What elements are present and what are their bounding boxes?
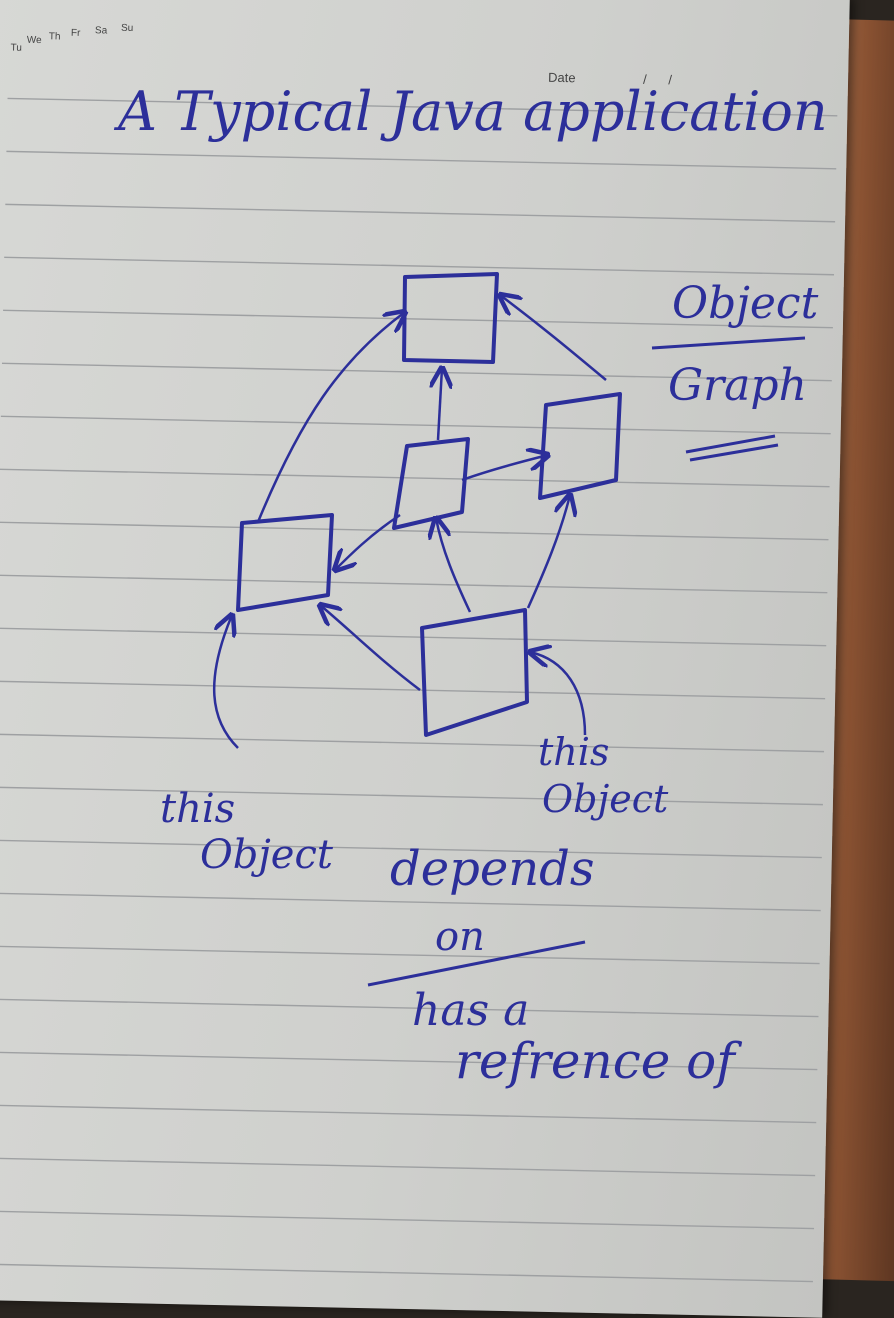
ruled-line: [0, 415, 831, 435]
right-label-object: Object: [542, 777, 669, 821]
edge-middle-to-left: [335, 513, 401, 570]
caption-on: on: [435, 914, 485, 960]
edge-right-to-top: [500, 295, 607, 381]
ruled-line: [0, 521, 829, 541]
object-node-left: [236, 513, 334, 612]
edge-middle-to-right: [461, 455, 548, 482]
left-label-object: Object: [200, 832, 334, 878]
left-label-this: this: [160, 786, 235, 832]
handwriting-layer: A Typical Java application Object Graph …: [113, 80, 828, 1090]
ruled-line: [0, 468, 830, 488]
ruled-line: [0, 1263, 813, 1283]
ruled-line: [0, 998, 819, 1018]
ruled-line: [0, 1051, 818, 1071]
object-node-middle: [392, 437, 470, 530]
object-node-top: [402, 272, 499, 364]
ruled-line: [6, 150, 837, 170]
caption-refrence-of: refrence of: [455, 1032, 742, 1090]
ruled-line: [0, 733, 825, 753]
edge-middle-to-top: [438, 368, 442, 441]
ruled-line: [0, 786, 823, 806]
edge-left-to-top: [256, 312, 405, 523]
ruled-line: [0, 627, 827, 647]
edge-bottom-to-middle: [436, 518, 472, 613]
side-label-underline: [651, 336, 806, 462]
ruled-line: [4, 256, 835, 276]
ruled-line: [0, 1210, 815, 1230]
edge-bottom-to-right: [526, 495, 570, 609]
title: A Typical Java application: [113, 80, 828, 143]
ruled-line: [0, 945, 820, 965]
ruled-line: [0, 1157, 816, 1177]
edge-left-label-pointer: [212, 615, 239, 749]
caption-depends: depends: [390, 841, 595, 897]
ruled-line: [0, 839, 822, 859]
ruled-line: [0, 892, 821, 912]
right-label-this: this: [538, 730, 609, 774]
ruled-line: [1, 362, 832, 382]
ruled-line: [0, 1104, 817, 1124]
ruled-lines: [0, 97, 838, 1283]
side-label-object: Object: [672, 278, 819, 329]
caption-has-a: has a: [412, 985, 529, 1036]
ruled-line: [3, 309, 833, 329]
object-node-bottom: [420, 608, 529, 737]
edge-bottom-to-left: [320, 605, 421, 691]
caption-divider: [367, 940, 586, 987]
ruled-line: [0, 680, 826, 700]
ruled-line: [7, 97, 838, 117]
object-node-right: [538, 392, 622, 500]
ruled-line: [5, 203, 836, 223]
ruled-line: [0, 574, 828, 594]
side-label-graph: Graph: [668, 360, 807, 411]
notebook-page: Tu We Th Fr Sa Su Date / /: [0, 0, 850, 1318]
edge-right-label-pointer: [530, 652, 587, 736]
